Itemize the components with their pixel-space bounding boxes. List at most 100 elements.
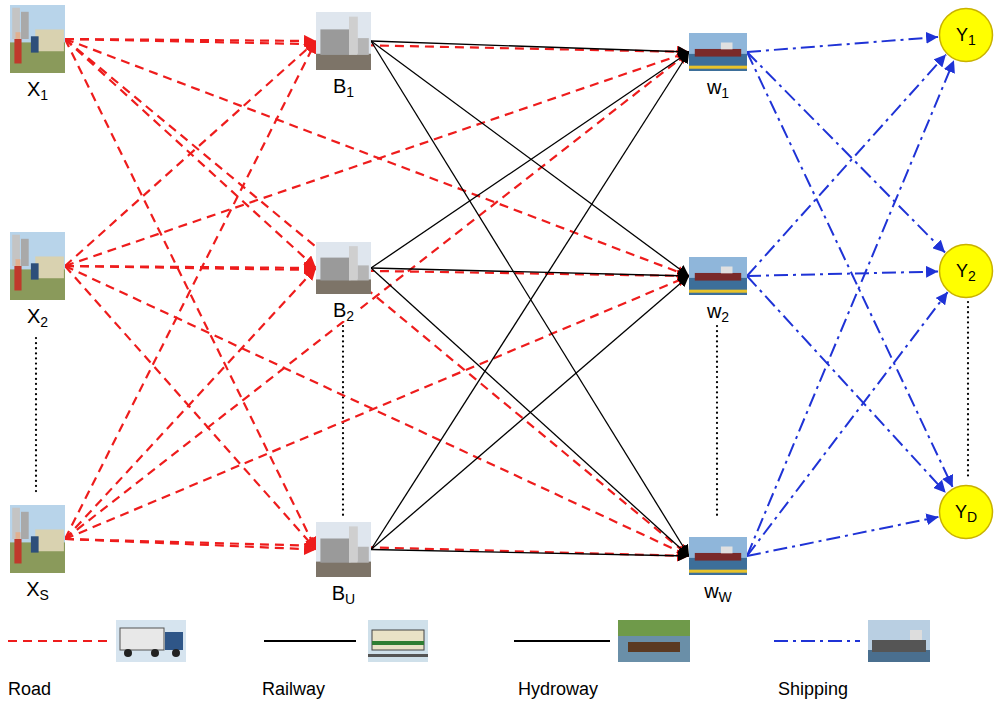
- picture-part: [721, 547, 733, 554]
- legend-label: Shipping: [778, 678, 848, 700]
- river-bank: [618, 620, 690, 636]
- rail-link: [371, 268, 689, 276]
- site-node: w1: [689, 33, 747, 98]
- road-link: [65, 39, 316, 550]
- icon-ground: [368, 620, 428, 662]
- node-label-box: XS: [10, 578, 65, 600]
- site-node: B2: [316, 242, 371, 321]
- road-link: [65, 41, 316, 539]
- picture-part: [31, 263, 39, 279]
- picture-part: [12, 8, 20, 39]
- water: [618, 636, 690, 662]
- shipping-link: [747, 60, 954, 556]
- site-node: XS: [10, 505, 65, 600]
- legend-sample-line: [774, 640, 860, 642]
- node-label-box: w2: [689, 300, 747, 322]
- node-label-box: X1: [10, 78, 65, 100]
- site-node: B1: [316, 12, 371, 97]
- picture-part: [349, 526, 358, 562]
- ellipsis-dots: [35, 338, 37, 496]
- road-link: [65, 39, 316, 268]
- picture-part: [316, 562, 371, 577]
- node-label: w2: [704, 300, 732, 322]
- picture-part: [689, 278, 747, 295]
- node-label-box: Y1: [938, 7, 994, 63]
- legend-label: Road: [8, 678, 51, 700]
- site-node: wW: [689, 537, 747, 602]
- picture-part: [316, 522, 371, 577]
- site-picture: [10, 232, 65, 300]
- road-link: [65, 39, 689, 556]
- wheel: [151, 649, 159, 657]
- picture-part: [689, 257, 747, 295]
- bridge: [910, 630, 922, 640]
- picture-part: [14, 39, 21, 63]
- picture-part: [689, 570, 747, 573]
- circle-fill: [940, 9, 993, 62]
- site-picture: [689, 257, 747, 295]
- picture-part: [320, 258, 350, 281]
- picture-part: [349, 17, 358, 55]
- picture-part: [695, 553, 741, 561]
- picture-part: [35, 29, 64, 51]
- picture-part: [10, 505, 65, 573]
- picture-part: [35, 256, 64, 278]
- site-node: w2: [689, 257, 747, 322]
- ship-icon: [868, 620, 930, 662]
- rail: [368, 654, 428, 657]
- picture-part: [10, 5, 65, 73]
- shipping-link: [747, 272, 938, 276]
- node-label: Y1: [953, 24, 979, 46]
- circle-fill: [940, 486, 993, 539]
- hull: [872, 640, 926, 652]
- picture-part: [721, 43, 733, 50]
- locomotive: [372, 630, 424, 650]
- legend-label: Hydroway: [518, 678, 598, 700]
- node-label-box: B1: [316, 75, 371, 97]
- picture-part: [10, 42, 65, 73]
- picture-part: [14, 539, 21, 563]
- node-label: B2: [330, 299, 357, 321]
- legend-sample-line: [264, 640, 356, 642]
- site-picture: [10, 505, 65, 573]
- node-label: B1: [330, 75, 357, 97]
- legend-samples: [8, 641, 860, 642]
- picture-part: [14, 266, 21, 290]
- picture-part: [695, 273, 741, 281]
- cab: [165, 632, 183, 650]
- picture-part: [21, 512, 29, 539]
- picture-part: [12, 235, 20, 266]
- picture-part: [16, 32, 21, 39]
- picture-part: [316, 242, 371, 294]
- site-picture: [10, 5, 65, 73]
- picture-part: [721, 267, 733, 274]
- destination-circle: YD: [938, 484, 994, 540]
- wheel: [172, 649, 180, 657]
- legend-sample-line: [8, 640, 110, 642]
- road-link: [65, 539, 689, 556]
- picture-part: [320, 29, 350, 55]
- picture-part: [349, 246, 358, 280]
- site-node: X2: [10, 232, 65, 327]
- train-icon: [368, 620, 428, 662]
- shipping-link: [747, 55, 946, 276]
- connectors: [65, 37, 954, 556]
- picture-part: [689, 537, 747, 575]
- circle-outline: [938, 243, 994, 299]
- legend-label: Railway: [262, 678, 325, 700]
- road-link: [65, 266, 316, 550]
- site-node: BU: [316, 522, 371, 604]
- picture-part: [695, 49, 741, 57]
- node-label: YD: [952, 501, 980, 523]
- node-label: X1: [24, 78, 51, 100]
- site-picture: [689, 33, 747, 71]
- shipping-link: [747, 37, 938, 52]
- truck-icon: [116, 620, 186, 662]
- picture-part: [21, 12, 29, 39]
- rail-link: [371, 268, 689, 556]
- barge-icon: [618, 620, 690, 662]
- wheel: [124, 649, 132, 657]
- picture-part: [21, 239, 29, 266]
- picture-part: [320, 539, 350, 563]
